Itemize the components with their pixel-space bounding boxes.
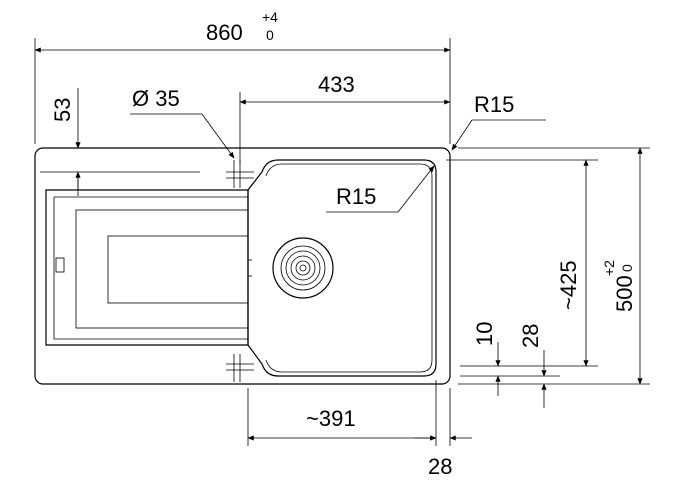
overall-depth-tol-upper: +2: [601, 260, 617, 276]
extension-lines: [34, 38, 650, 446]
overall-width-value: 860: [206, 20, 243, 45]
dim-bowl-width: 433: [239, 72, 451, 105]
dim-28-horizontal: 28: [414, 435, 472, 479]
dim-corner-radius-bowl: R15: [326, 165, 435, 213]
tap-hole-marker-bottom: [226, 354, 254, 382]
tap-hole-value: Ø 35: [132, 86, 180, 111]
bowl-depth-value: ~425: [556, 260, 581, 310]
dim-bowl-bottom-width: ~391: [247, 406, 437, 441]
dim-28-vertical: 28: [518, 324, 547, 408]
dim-front-offset: 53: [50, 88, 81, 196]
dim-28-horizontal-value: 28: [428, 454, 452, 479]
dim-overall-depth: 500 +2 0: [601, 147, 643, 385]
dim-tap-hole: Ø 35: [130, 86, 235, 159]
bowl-width-value: 433: [318, 72, 355, 97]
drainboard-slot: [55, 257, 65, 273]
sink-outer-edge: [34, 147, 451, 385]
tap-hole-marker-top: [226, 160, 254, 188]
dim-10: 10: [472, 322, 501, 396]
dim-28-vertical-value: 28: [518, 324, 543, 348]
sink-outline: [34, 147, 451, 385]
dim-10-value: 10: [472, 322, 497, 346]
corner-radius-outer-value: R15: [474, 92, 514, 117]
front-offset-value: 53: [50, 98, 75, 122]
overall-width-tol-lower: 0: [266, 27, 274, 43]
overall-width-tol-upper: +4: [262, 9, 278, 25]
dim-overall-width: 860 +4 0: [34, 9, 451, 53]
overall-depth-value: 500: [612, 275, 637, 312]
dim-bowl-depth: ~425: [556, 159, 589, 367]
overall-depth-tol-lower: 0: [619, 264, 635, 272]
bowl: [247, 159, 437, 377]
drainboard: [45, 178, 249, 346]
bowl-bottom-width-value: ~391: [306, 406, 356, 431]
drain-strainer-icon: [272, 237, 334, 299]
corner-radius-bowl-value: R15: [336, 184, 376, 209]
dim-corner-radius-outer: R15: [451, 92, 546, 151]
